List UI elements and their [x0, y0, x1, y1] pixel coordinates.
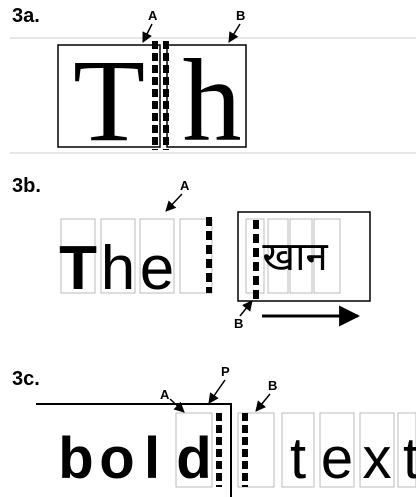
panel-3c-cell — [359, 412, 395, 488]
panel-3c-cell — [281, 412, 315, 488]
panel-3c-cell — [175, 412, 213, 488]
panel-3b-label-a: A — [180, 178, 190, 193]
panel-3b-devanagari: खान — [262, 234, 328, 280]
panel-3c-cell — [397, 412, 416, 488]
panel-3b-cell — [100, 218, 136, 294]
panel-3b-rtl-cell — [267, 218, 289, 294]
panel-3b-cell — [179, 218, 213, 294]
panel-3b-glyph-t: T — [59, 234, 97, 303]
panel-3a-box-left — [57, 44, 161, 148]
panel-3b-rtl-cell — [289, 218, 313, 294]
panel-3c-bold-glyph: d — [176, 426, 211, 491]
panel-3b-arrow-a — [165, 193, 183, 212]
panel-3c-arrow-p — [208, 379, 226, 404]
panel-3c-label-b: B — [268, 378, 277, 393]
panel-3b-glyph-e: e — [140, 234, 174, 303]
panel-3c-plain-glyph: t — [403, 426, 416, 491]
panel-3b-glyph-h: h — [101, 234, 135, 303]
panel-3a-arrow-a — [142, 23, 153, 43]
panel-3b-label-b: B — [234, 316, 243, 331]
panel-3a-glyph-t: T — [73, 35, 145, 166]
panel-3b-cell — [60, 218, 96, 294]
panel-3a-heading: 3a. — [12, 5, 40, 27]
panel-3c-label-p: P — [221, 364, 230, 379]
panel-3c-arrow-a — [169, 398, 185, 413]
panel-3c-bold-glyph: o — [99, 426, 134, 491]
panel-3c-arrow-b — [255, 393, 271, 412]
panel-3c-plain-glyph: x — [363, 426, 392, 491]
panel-3c-cell — [237, 412, 275, 488]
panel-3a-arrow-b — [228, 23, 241, 43]
panel-3b-rtl-box — [237, 211, 371, 302]
panel-3c-bold-glyph: b — [58, 426, 93, 491]
panel-3c-label-a: A — [160, 387, 170, 402]
panel-3b-rtl-cell — [313, 218, 341, 294]
panel-3c-bold-glyph: l — [144, 426, 160, 491]
panel-3c-heading: 3c. — [12, 368, 40, 390]
panel-3a-label-b: B — [236, 8, 245, 23]
panel-3b-heading: 3b. — [12, 175, 41, 197]
panel-3c-cell — [319, 412, 355, 488]
panel-3b-arrow-b — [239, 300, 253, 317]
panel-3a-glyph-h: h — [183, 35, 242, 166]
panel-3b-cell — [139, 218, 175, 294]
panel-3c-plain-glyph: t — [290, 426, 306, 491]
panel-3a-label-a: A — [148, 8, 158, 23]
panel-3c-plain-glyph: e — [321, 426, 353, 491]
